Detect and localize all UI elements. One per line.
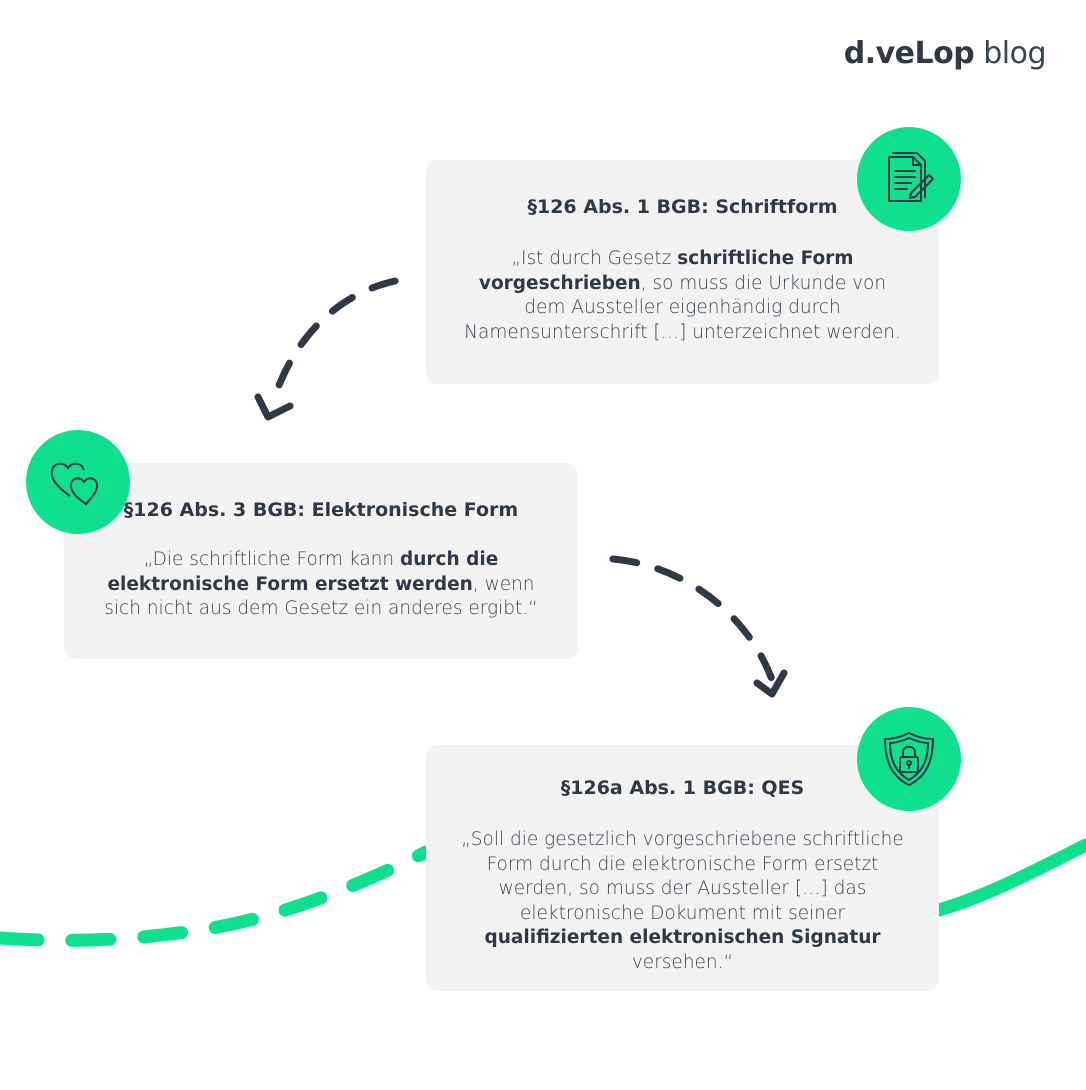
badge-shield	[857, 707, 961, 811]
card-quote: „Soll die gesetzlich vorgeschriebene sch…	[426, 828, 939, 975]
card-schriftform: §126 Abs. 1 BGB: Schriftform „Ist durch …	[426, 160, 939, 384]
quote-emphasis: qualifizierten elektronischen Signatur	[484, 927, 881, 948]
card-title: §126a Abs. 1 BGB: QES	[560, 777, 805, 799]
card-quote: „Die schriftliche Form kann durch die el…	[64, 548, 578, 622]
green-dashed-wave	[0, 845, 433, 947]
shield-lock-icon	[884, 732, 934, 786]
green-wave-right	[932, 838, 1086, 917]
quote-part: „Die schriftliche Form kann	[143, 549, 401, 570]
arrow-head-2	[753, 669, 788, 698]
card-quote: „Ist durch Gesetz schriftliche Form vorg…	[426, 247, 939, 345]
quote-part: „Soll die gesetzlich vorgeschriebene sch…	[461, 829, 904, 924]
badge-document	[857, 127, 961, 231]
dashed-arrow-1	[268, 277, 399, 409]
quote-emphasis: schriftliche Form vorgeschrieben	[478, 248, 854, 294]
logo-suffix: blog	[974, 36, 1046, 71]
blog-logo[interactable]: d.veLop blog	[843, 36, 1047, 71]
card-title: §126 Abs. 3 BGB: Elektronische Form	[123, 499, 519, 521]
card-qes: §126a Abs. 1 BGB: QES „Soll die gesetzli…	[426, 745, 939, 991]
two-hearts-icon	[50, 462, 99, 505]
card-elektronische-form: §126 Abs. 3 BGB: Elektronische Form „Die…	[64, 463, 578, 659]
card-title: §126 Abs. 1 BGB: Schriftform	[527, 196, 838, 218]
dashed-arrow-2	[609, 555, 778, 689]
quote-part: , so muss die Urkunde von dem Aussteller…	[464, 272, 901, 343]
logo-brand: d.veLop	[843, 36, 975, 71]
arrow-head-1	[254, 393, 294, 421]
quote-part: , wenn sich nicht aus dem Gesetz ein and…	[104, 573, 538, 620]
quote-part: „Ist durch Gesetz	[511, 248, 678, 269]
quote-emphasis: durch die elektronische Form ersetzt wer…	[107, 549, 499, 595]
badge-hearts	[26, 430, 130, 534]
document-pen-icon	[888, 152, 934, 202]
quote-part: versehen.“	[631, 951, 734, 973]
